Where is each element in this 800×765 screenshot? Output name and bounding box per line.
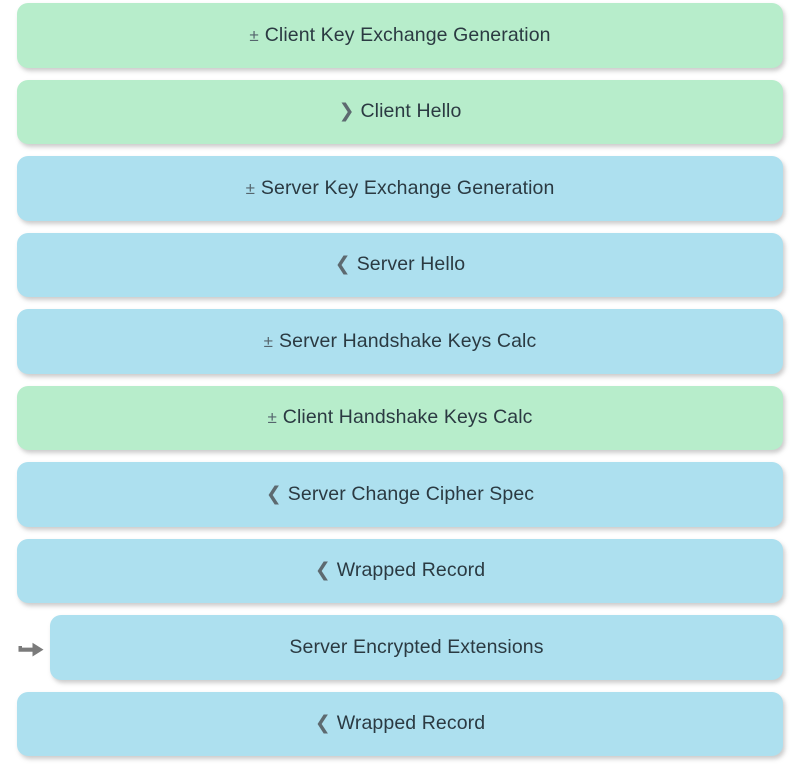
chevron-right-icon: ❯	[338, 101, 355, 123]
message-label: Client Handshake Keys Calc	[282, 406, 533, 428]
timeline-row: ❮Wrapped Record	[0, 536, 800, 613]
message-bar-content: ❯Client Hello	[338, 100, 462, 123]
message-bar-client[interactable]: ±Client Handshake Keys Calc	[17, 385, 783, 450]
message-bar-client[interactable]: ±Client Key Exchange Generation	[17, 3, 783, 68]
message-bar-server[interactable]: ❮Server Hello	[17, 232, 783, 297]
message-label: Client Key Exchange Generation	[264, 23, 551, 46]
chevron-left-icon: ❮	[334, 254, 351, 276]
message-bar-server[interactable]: ❮Wrapped Record	[17, 691, 783, 756]
message-bar-content: ❮Server Hello	[334, 253, 466, 276]
message-label: Server Hello	[356, 253, 466, 275]
plus-minus-calc-icon: ±	[249, 25, 259, 45]
message-label: Server Change Cipher Spec	[287, 482, 535, 505]
plus-minus-calc-icon: ±	[267, 408, 277, 428]
timeline-row: ±Server Key Exchange Generation	[0, 153, 800, 230]
plus-minus-calc-icon: ±	[245, 178, 255, 198]
timeline-row: ±Client Key Exchange Generation	[0, 0, 800, 77]
timeline-row: ±Client Handshake Keys Calc	[0, 383, 800, 460]
message-bar-server[interactable]: ±Server Key Exchange Generation	[17, 156, 783, 221]
chevron-left-icon: ❮	[265, 483, 282, 505]
message-bar-client[interactable]: ❯Client Hello	[17, 79, 783, 144]
message-label: Wrapped Record	[336, 559, 486, 581]
timeline-row: ❮Server Change Cipher Spec	[0, 459, 800, 536]
message-bar-content: Server Encrypted Extensions	[289, 635, 544, 658]
message-label: Server Handshake Keys Calc	[279, 329, 537, 352]
timeline-row: ❯Client Hello	[0, 77, 800, 154]
arrow-right-hooked-icon	[16, 638, 46, 662]
message-label: Client Hello	[360, 100, 462, 122]
message-bar-content: ±Client Handshake Keys Calc	[267, 406, 533, 428]
message-label: Server Key Exchange Generation	[260, 176, 555, 199]
timeline-row: ❮Server Hello	[0, 230, 800, 307]
message-bar-server[interactable]: ±Server Handshake Keys Calc	[17, 309, 783, 374]
message-bar-content: ❮Server Change Cipher Spec	[265, 482, 535, 505]
chevron-left-icon: ❮	[314, 560, 331, 582]
message-bar-server[interactable]: ❮Wrapped Record	[17, 538, 783, 603]
timeline-row: ±Server Handshake Keys Calc	[0, 306, 800, 383]
message-bar-content: ±Client Key Exchange Generation	[249, 23, 551, 46]
message-bar-content: ❮Wrapped Record	[314, 712, 486, 735]
message-label: Server Encrypted Extensions	[289, 635, 544, 658]
message-bar-content: ❮Wrapped Record	[314, 559, 486, 582]
timeline-row: ❮Wrapped Record	[0, 689, 800, 765]
message-label: Wrapped Record	[336, 712, 486, 734]
timeline-row: Server Encrypted Extensions	[0, 612, 800, 689]
message-bar-content: ±Server Handshake Keys Calc	[263, 329, 537, 352]
plus-minus-calc-icon: ±	[263, 331, 274, 351]
message-bar-content: ±Server Key Exchange Generation	[245, 176, 555, 199]
message-bar-server[interactable]: Server Encrypted Extensions	[50, 615, 783, 680]
chevron-left-icon: ❮	[314, 713, 331, 735]
message-bar-server[interactable]: ❮Server Change Cipher Spec	[17, 462, 783, 527]
